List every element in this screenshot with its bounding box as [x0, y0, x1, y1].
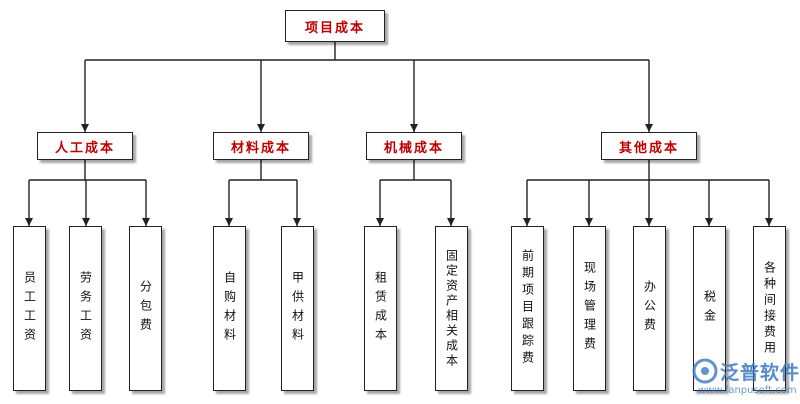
leaf-node: 劳务工资: [69, 226, 102, 391]
category-label: 机械成本: [383, 140, 444, 156]
leaf-node: 前期项目跟踪费: [511, 226, 544, 391]
arrowhead: [523, 218, 531, 226]
arrowhead: [25, 218, 33, 226]
leaf-node: 自购材料: [213, 226, 246, 391]
arrowhead: [82, 218, 90, 226]
leaf-node: 分包费: [129, 226, 162, 391]
arrowhead: [293, 218, 301, 226]
leaf-node: 各种间接费用: [753, 226, 786, 391]
leaf-node: 租赁成本: [364, 226, 397, 391]
watermark: 泛普软件 www.fanpusoft.com: [692, 356, 800, 404]
arrowhead: [376, 218, 384, 226]
arrowhead: [257, 124, 265, 132]
arrowhead: [410, 124, 418, 132]
category-node-material: 材料成本: [213, 132, 309, 160]
arrowhead: [142, 218, 150, 226]
category-node-other: 其他成本: [601, 132, 697, 160]
arrowhead: [81, 124, 89, 132]
arrowhead: [765, 218, 773, 226]
category-node-labor: 人工成本: [37, 132, 133, 160]
leaf-node: 员工工资: [13, 226, 46, 391]
watermark-url: www.fanpusoft.com: [698, 385, 797, 396]
root-label: 项目成本: [304, 20, 365, 36]
arrowhead: [447, 218, 455, 226]
category-label: 材料成本: [230, 140, 291, 156]
leaf-node: 办公费: [633, 226, 666, 391]
arrowhead: [645, 124, 653, 132]
arrowhead: [645, 218, 653, 226]
arrowhead: [705, 218, 713, 226]
arrowhead: [225, 218, 233, 226]
category-node-machinery: 机械成本: [366, 132, 462, 160]
leaf-node: 甲供材料: [281, 226, 314, 391]
category-label: 人工成本: [54, 140, 115, 156]
watermark-brand: 泛普软件: [720, 362, 800, 384]
root-node: 项目成本: [285, 10, 385, 42]
brand-logo-icon: [692, 358, 718, 384]
arrowhead: [585, 218, 593, 226]
category-label: 其他成本: [618, 140, 679, 156]
leaf-node: 固定资产相关成本: [435, 226, 468, 391]
leaf-node: 现场管理费: [573, 226, 606, 391]
